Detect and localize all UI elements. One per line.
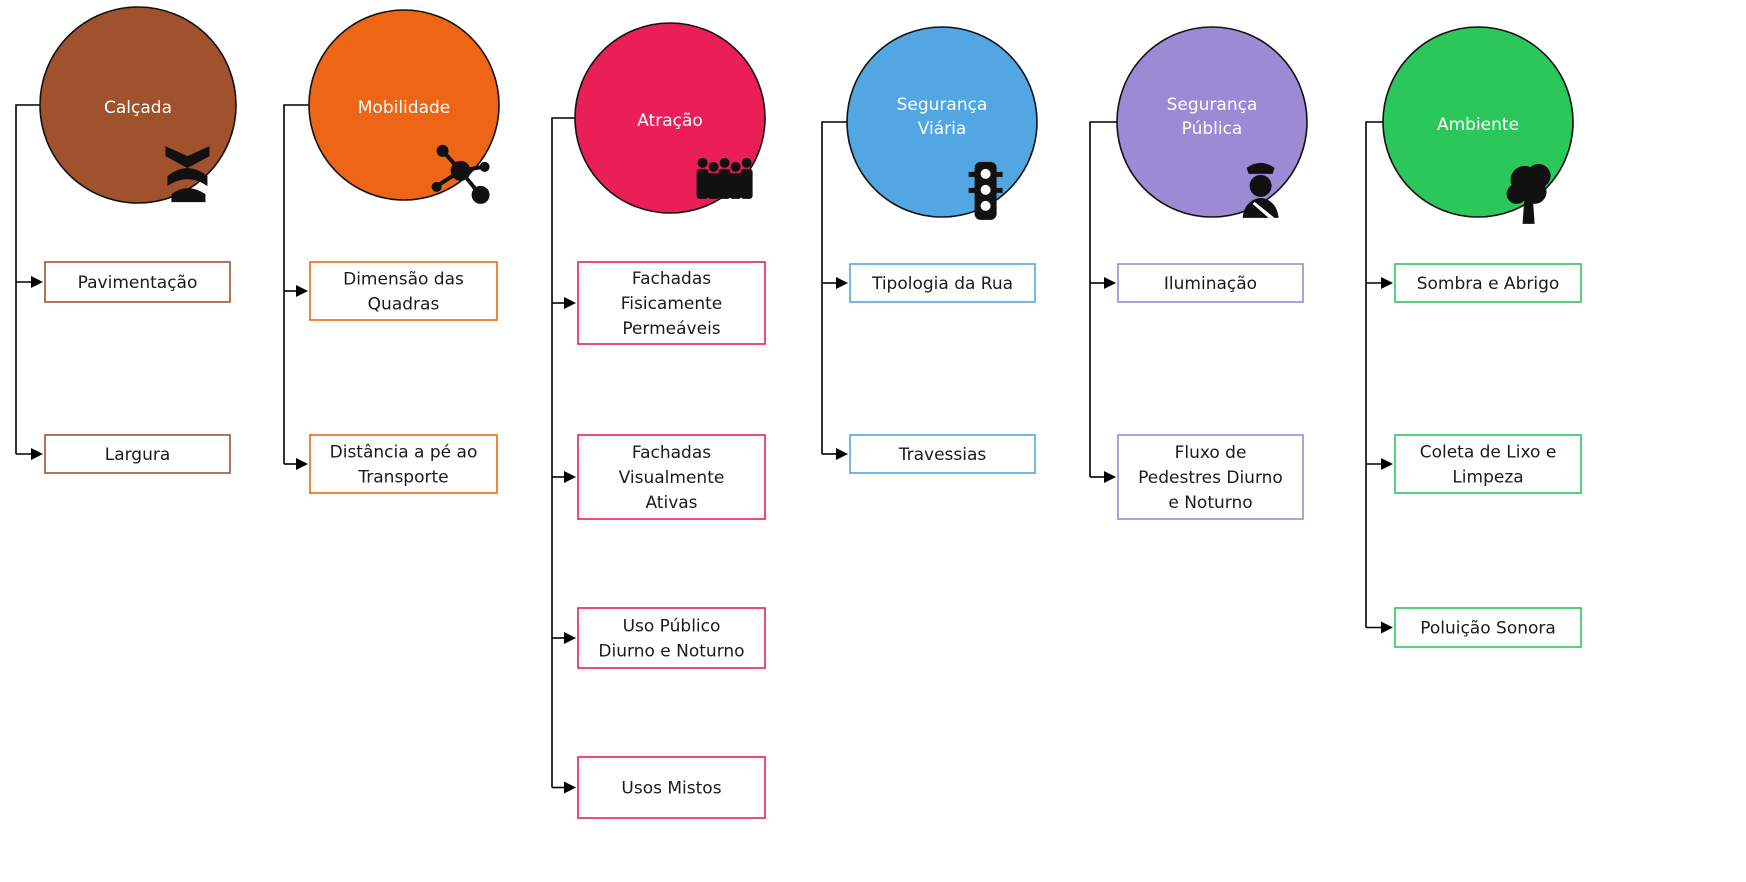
indicator-label: Poluição Sonora (1420, 619, 1556, 639)
arrowhead-icon (564, 471, 576, 483)
arrowhead-icon (1381, 458, 1393, 470)
pavement-icon (165, 146, 210, 203)
connector-trunk (1365, 121, 1385, 628)
crowd-people-icon (696, 157, 753, 199)
indicator-item: Pavimentação (16, 261, 231, 303)
indicator-label-line-2: Limpeza (1452, 468, 1523, 488)
indicator-item: Fluxo de Pedestres Diurno e Noturno (1090, 434, 1304, 520)
indicator-label-line-2: Diurno e Noturno (598, 642, 744, 662)
arrowhead-icon (31, 276, 43, 288)
indicator-label-line-2: Transporte (357, 468, 448, 488)
indicator-item: Largura (16, 434, 231, 474)
category-circle[interactable] (39, 6, 237, 204)
category-title-line-2: Viária (918, 119, 967, 139)
indicator-label: Travessias (898, 445, 987, 465)
indicator-item: Iluminação (1090, 263, 1304, 303)
indicator-box[interactable] (1117, 263, 1304, 303)
category-atracao: AtraçãoFachadasFisicamentePermeáveisFach… (551, 22, 766, 819)
indicator-label-line-3: Permeáveis (622, 319, 720, 339)
indicator-label-line-2: Fisicamente (621, 294, 723, 314)
arrowhead-icon (836, 277, 848, 289)
connector-trunk (15, 104, 42, 454)
arrowhead-icon (1104, 277, 1116, 289)
indicator-label-line-2: Visualmente (619, 468, 725, 488)
indicator-box[interactable] (577, 261, 766, 345)
indicator-label-line-1: Uso Público (623, 617, 721, 637)
indicator-box[interactable] (1394, 607, 1582, 648)
indicator-label: Iluminação (1164, 274, 1257, 294)
indicator-label: Largura (105, 445, 171, 465)
indicator-box[interactable] (1117, 434, 1304, 520)
indicator-label: Pavimentação (78, 273, 198, 293)
category-title: Mobilidade (358, 98, 451, 118)
arrowhead-icon (296, 458, 308, 470)
indicator-box[interactable] (577, 607, 766, 669)
indicator-box[interactable] (577, 434, 766, 520)
category-title: Atração (637, 111, 703, 131)
connector-trunk (551, 117, 577, 788)
indicator-label-line-3: e Noturno (1168, 493, 1252, 513)
arrowhead-icon (564, 781, 576, 794)
indicator-label: Sombra e Abrigo (1417, 274, 1560, 294)
tree-icon (1506, 163, 1551, 224)
indicator-label-line-1: Fachadas (632, 269, 711, 289)
network-nodes-icon (431, 144, 490, 204)
arrowhead-icon (564, 632, 576, 644)
indicator-box[interactable] (849, 263, 1036, 303)
indicator-item: Poluição Sonora (1366, 607, 1582, 648)
indicator-box[interactable] (1394, 434, 1582, 494)
connector-trunk (1089, 121, 1119, 477)
category-circle[interactable] (308, 9, 500, 201)
indicator-box[interactable] (849, 434, 1036, 474)
indicator-box[interactable] (44, 261, 231, 303)
indicator-label-line-1: Distância a pé ao (330, 443, 478, 463)
category-title-line-2: Pública (1182, 119, 1243, 139)
arrowhead-icon (1381, 277, 1393, 289)
indicator-box[interactable] (577, 756, 766, 819)
category-title: Calçada (104, 98, 172, 118)
arrowhead-icon (836, 448, 848, 460)
indicator-item: Coleta de Lixo e Limpeza (1366, 434, 1582, 494)
indicator-item: Sombra e Abrigo (1366, 263, 1582, 303)
indicator-label-line-1: Fluxo de (1175, 443, 1247, 463)
connector-trunk (821, 121, 849, 454)
indicator-box[interactable] (309, 434, 498, 494)
indicator-label-line-1: Fachadas (632, 443, 711, 463)
indicator-box[interactable] (1394, 263, 1582, 303)
indicator-item: Travessias (822, 434, 1036, 474)
traffic-light-icon (968, 161, 1003, 220)
indicator-item: Tipologia da Rua (822, 263, 1036, 303)
indicator-label-line-1: Coleta de Lixo e (1420, 443, 1557, 463)
indicator-label-line-2: Pedestres Diurno (1138, 468, 1283, 488)
category-title: Ambiente (1437, 115, 1519, 135)
indicator-label-line-3: Ativas (645, 493, 697, 513)
arrowhead-icon (1104, 471, 1116, 483)
connector-trunk (283, 104, 311, 464)
police-officer-icon (1242, 162, 1279, 218)
indicator-label: Tipologia da Rua (871, 274, 1013, 294)
arrowhead-icon (564, 297, 576, 309)
indicator-label-line-1: Dimensão das (343, 270, 464, 290)
arrowhead-icon (1381, 621, 1393, 634)
indicator-box[interactable] (309, 261, 498, 321)
category-title-line-1: Segurança (1167, 95, 1258, 115)
arrowhead-icon (31, 448, 43, 460)
indicator-label-line-2: Quadras (368, 295, 440, 315)
indicator-box[interactable] (44, 434, 231, 474)
indicator-label: Usos Mistos (621, 779, 721, 799)
indicator-item: Distância a pé ao Transporte (284, 434, 498, 494)
category-title-line-1: Segurança (897, 95, 988, 115)
arrowhead-icon (296, 285, 308, 297)
indicator-item: Usos Mistos (552, 756, 766, 819)
